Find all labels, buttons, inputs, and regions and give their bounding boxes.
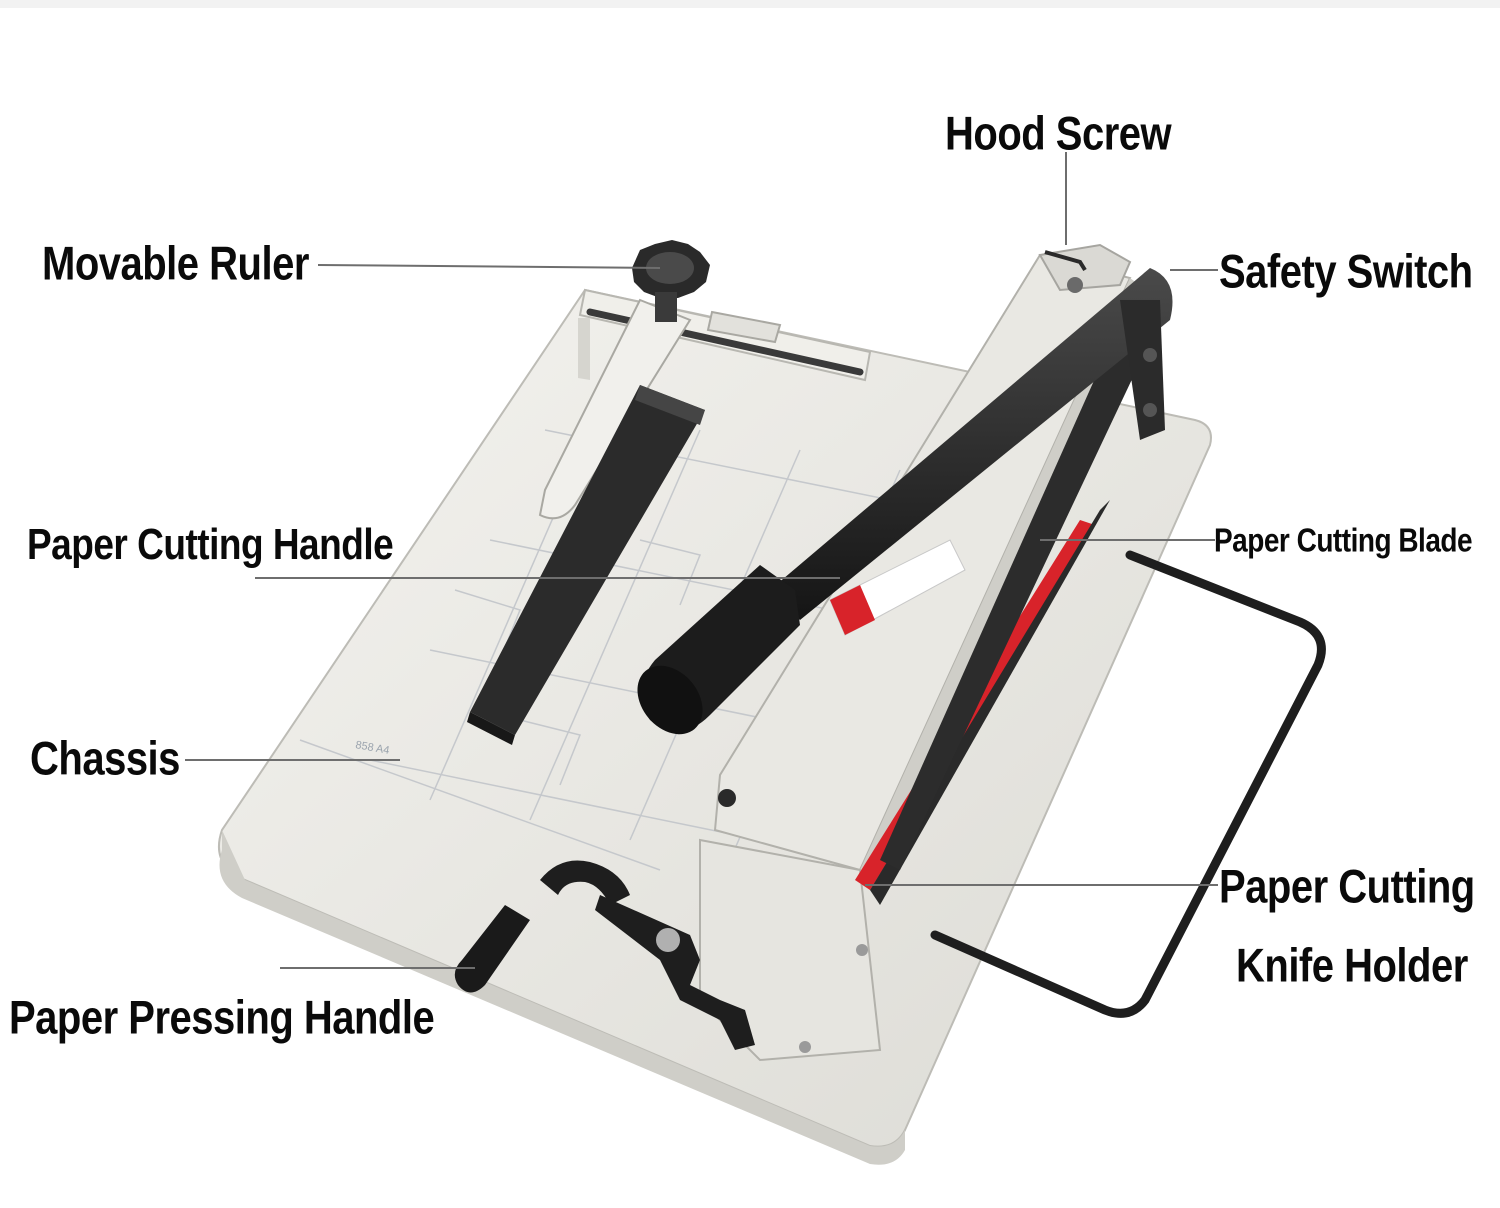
label-paper-cutting-blade: Paper Cutting Blade — [1214, 522, 1473, 559]
paper-pressing-handle-crank — [454, 860, 755, 1050]
leader-movable-ruler — [317, 264, 661, 269]
label-knife-holder-line2: Knife Holder — [1236, 940, 1468, 992]
label-knife-holder-line1: Paper Cutting — [1219, 861, 1475, 913]
model-mark: 858 A4 — [354, 739, 390, 757]
label-hood-screw: Hood Screw — [945, 108, 1172, 160]
base-screws — [799, 944, 868, 1053]
label-paper-pressing-handle: Paper Pressing Handle — [9, 992, 435, 1044]
movable-ruler-assembly — [538, 240, 782, 520]
label-safety-switch: Safety Switch — [1219, 246, 1473, 298]
wire-paper-guide — [930, 550, 1326, 1018]
label-movable-ruler: Movable Ruler — [42, 238, 309, 290]
hood-top — [1038, 243, 1132, 293]
label-paper-cutting-handle: Paper Cutting Handle — [27, 520, 394, 569]
top-border — [0, 0, 1500, 8]
paper-cutting-handle-lever — [637, 268, 1173, 735]
label-chassis: Chassis — [30, 733, 180, 785]
warning-label — [829, 539, 966, 636]
leader-lines — [185, 152, 1218, 969]
paper-pressing-bar — [467, 385, 705, 745]
